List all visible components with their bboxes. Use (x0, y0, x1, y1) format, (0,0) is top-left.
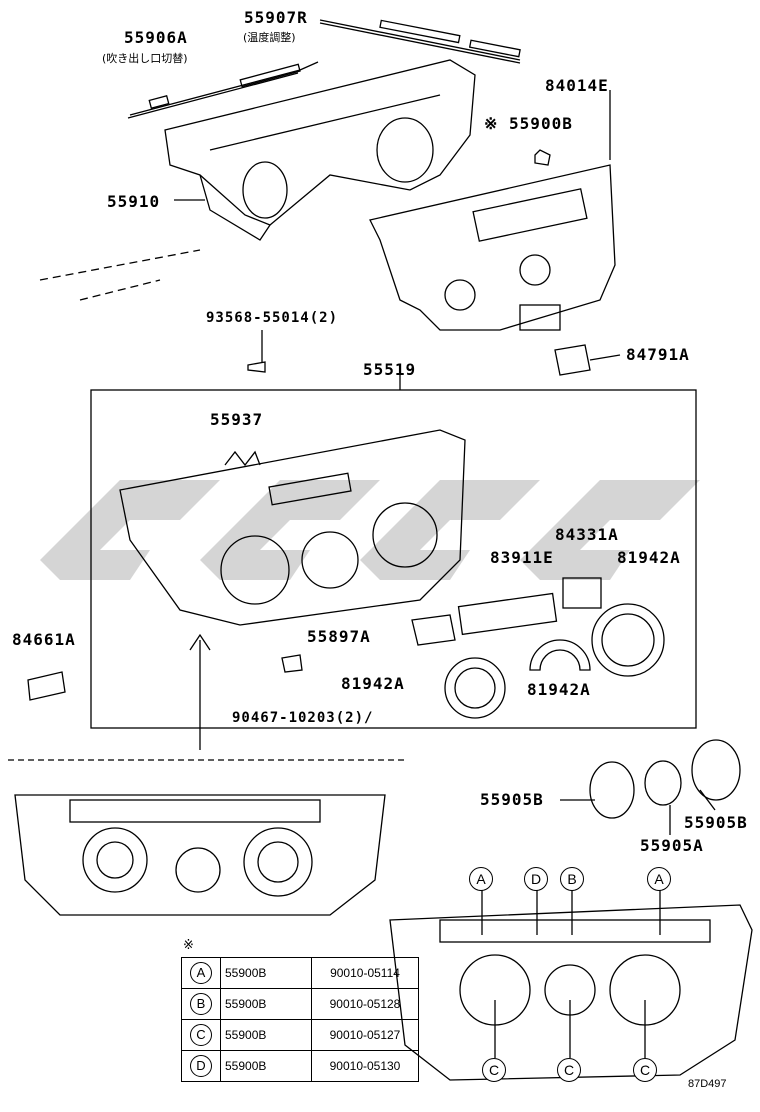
bracket-55910 (164, 59, 476, 241)
clip-90467 (281, 654, 303, 673)
part-cell: 55900B (220, 1050, 312, 1082)
label-55906A: 55906A (124, 28, 188, 47)
table-row: D 55900B 90010-05130 (181, 1050, 419, 1082)
label-93568: 93568-55014(2) (206, 310, 339, 326)
label-55900B: ※ 55900B (484, 114, 573, 133)
part-cell: 55900B (220, 988, 312, 1020)
part-84661A (27, 671, 66, 701)
number-cell: 90010-05114 (311, 957, 419, 989)
number-cell: 90010-05128 (311, 988, 419, 1020)
knobs (589, 739, 741, 819)
part-55897A (411, 614, 456, 646)
cable-55906A (127, 61, 319, 119)
screw-93568 (247, 361, 266, 373)
box-55519 (90, 389, 697, 729)
ring-81942A-r (591, 603, 665, 677)
part-cell: 55900B (220, 957, 312, 989)
table-row: C 55900B 90010-05127 (181, 1019, 419, 1051)
label-55905B-left: 55905B (480, 790, 544, 809)
watermark (40, 480, 700, 580)
label-55905A: 55905A (640, 836, 704, 855)
label-84661A: 84661A (12, 630, 76, 649)
ref-circle: B (190, 993, 212, 1015)
screw-55900B (534, 149, 551, 166)
callout-bottom-1: C (482, 1058, 506, 1082)
clip-55937 (224, 450, 261, 467)
assembled-panel-front (8, 759, 405, 916)
ring-81942A-m (529, 639, 591, 671)
number-cell: 90010-05127 (311, 1019, 419, 1051)
number-cell: 90010-05130 (311, 1050, 419, 1082)
label-55937: 55937 (210, 410, 264, 429)
ring-81942A-l (444, 657, 506, 719)
ref-circle: D (190, 1055, 212, 1077)
fastener-table: A 55900B 90010-05114 B 55900B 90010-0512… (181, 957, 419, 1082)
label-55519: 55519 (363, 360, 417, 379)
callout-top-2: D (524, 867, 548, 891)
label-55910: 55910 (107, 192, 161, 211)
callout-bottom-2: C (557, 1058, 581, 1082)
label-90467: 90467-10203(2)/ (232, 710, 374, 726)
arrow-up (189, 633, 211, 750)
label-84014E: 84014E (545, 76, 609, 95)
callout-top-1: A (469, 867, 493, 891)
label-55906A-sub: (吹き出し口切替) (102, 52, 188, 65)
ref-circle: A (190, 962, 212, 984)
table-note-mark: ※ (183, 938, 194, 953)
plate-84014E (369, 164, 616, 331)
ref-circle: C (190, 1024, 212, 1046)
label-55897A: 55897A (307, 627, 371, 646)
table-row: B 55900B 90010-05128 (181, 988, 419, 1020)
callout-top-4: A (647, 867, 671, 891)
table-row: A 55900B 90010-05114 (181, 957, 419, 989)
part-84331A (562, 577, 602, 609)
cable-55907R (319, 19, 521, 64)
diagram-code: 87D497 (688, 1078, 727, 1090)
callout-leaders (481, 890, 661, 1058)
label-55907R: 55907R (244, 8, 308, 27)
switch-84791A (554, 344, 591, 376)
label-55907R-sub: (温度調整) (243, 31, 296, 44)
label-81942A-middle: 81942A (527, 680, 591, 699)
label-84791A: 84791A (626, 345, 690, 364)
part-cell: 55900B (220, 1019, 312, 1051)
label-55905B-right: 55905B (684, 813, 748, 832)
callout-top-3: B (560, 867, 584, 891)
label-81942A-right: 81942A (617, 548, 681, 567)
panel-55519 (119, 429, 466, 626)
label-83911E: 83911E (490, 548, 554, 567)
label-84331A: 84331A (555, 525, 619, 544)
part-83911E (457, 592, 558, 636)
label-81942A-left: 81942A (341, 674, 405, 693)
assembled-panel-rear (389, 904, 753, 1081)
callout-bottom-3: C (633, 1058, 657, 1082)
